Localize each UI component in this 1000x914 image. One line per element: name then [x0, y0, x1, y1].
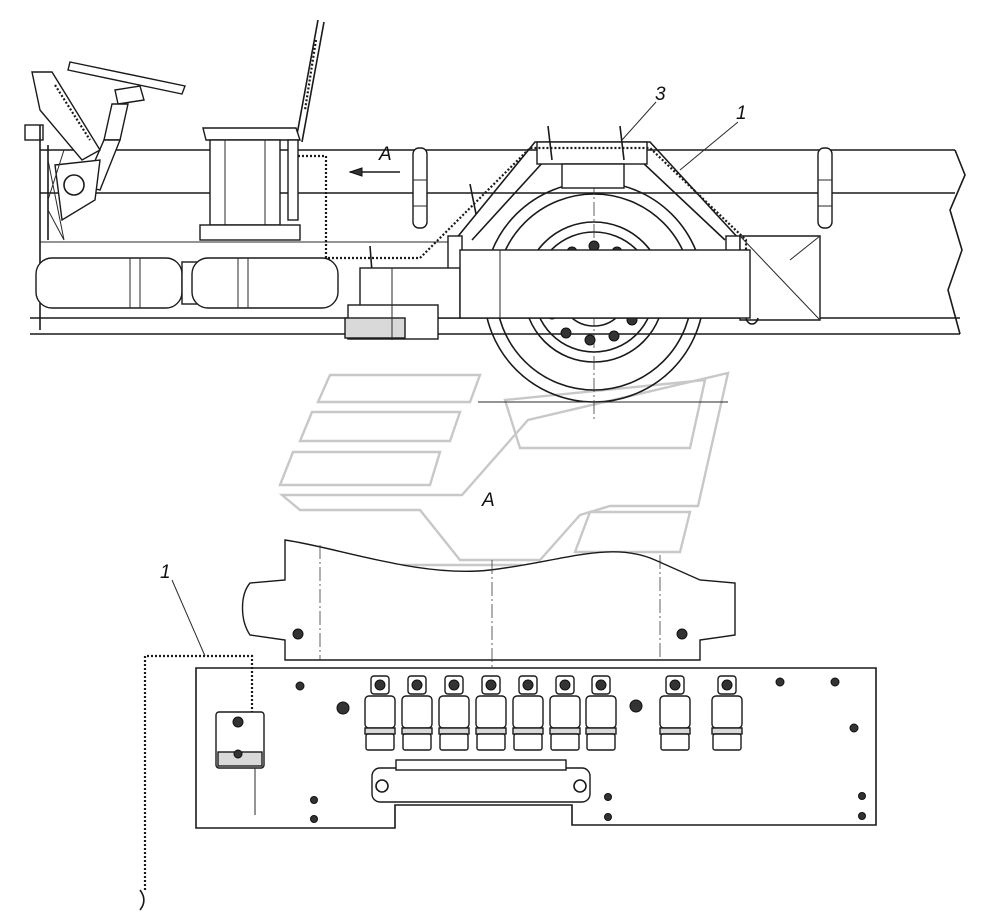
view-a-arrow [348, 167, 400, 177]
callout-view-a-title: A [481, 490, 495, 511]
upper-housing [241, 539, 736, 670]
harness-1-routing [298, 146, 759, 325]
callout-harness-1-bottom: 1 [160, 562, 171, 583]
steering-column [24, 61, 186, 330]
harness-1-detail [139, 654, 254, 911]
relay-row [364, 675, 743, 751]
relay [585, 675, 617, 751]
relay [659, 675, 691, 751]
panel-fasteners [295, 677, 866, 823]
relay [401, 675, 433, 751]
wheel-arch [447, 141, 821, 321]
callout-view-a-arrow: A [378, 144, 392, 165]
air-tanks [35, 257, 339, 309]
frame-posts [412, 147, 833, 229]
relay [438, 675, 470, 751]
connector-block [215, 711, 265, 815]
leader-lines [171, 101, 739, 657]
relay [475, 675, 507, 751]
relay [512, 675, 544, 751]
relay [364, 675, 396, 751]
mounting-bracket [371, 759, 591, 803]
callout-harness-1-top: 1 [736, 103, 747, 124]
callout-bracket-3: 3 [655, 84, 666, 105]
driver-seat [199, 19, 325, 241]
frame-mounted-unit [344, 249, 751, 340]
relay [711, 675, 743, 751]
relay [549, 675, 581, 751]
mounting-panel [195, 667, 877, 829]
side-view [24, 19, 966, 420]
view-a-detail [139, 539, 877, 911]
